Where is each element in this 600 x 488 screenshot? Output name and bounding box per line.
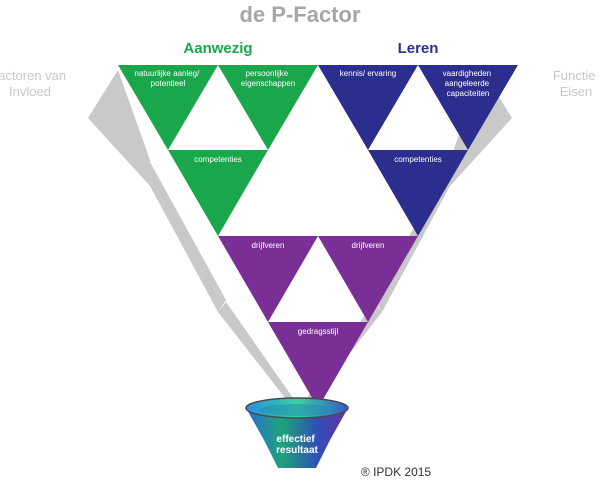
label-persoonlijke-eigenschappen: persoonlijke eigenschappen xyxy=(241,69,295,88)
funnel-label-line-1: effectief xyxy=(276,434,315,445)
label-blue-right-2: aangeleerde xyxy=(445,79,490,88)
funnel xyxy=(245,397,349,468)
page-title: de P-Factor xyxy=(239,2,360,27)
blue-section xyxy=(318,65,518,236)
purple-tri-bottom xyxy=(268,322,368,408)
label-green-right-1: persoonlijke xyxy=(246,69,289,78)
gray-band-left xyxy=(88,70,300,412)
blue-tri-right xyxy=(418,65,518,150)
label-blue-right-1: vaardigheden xyxy=(443,69,491,78)
label-kennis-ervaring: kennis/ ervaring xyxy=(340,69,396,78)
label-competenties-green: competenties xyxy=(194,155,242,164)
blue-tri-bottom xyxy=(368,150,468,236)
green-tri-right xyxy=(218,65,318,150)
side-left-line-1: Factoren van xyxy=(0,68,66,83)
header-aanwezig: Aanwezig xyxy=(183,40,252,57)
funnel-label: effectief resultaat xyxy=(276,434,318,456)
header-leren: Leren xyxy=(398,40,439,57)
label-green-left-2: potentieel xyxy=(151,79,186,88)
side-right-line-1: Functie xyxy=(553,68,596,83)
purple-tri-right xyxy=(318,236,418,322)
side-label-right: Functie Eisen xyxy=(553,68,599,99)
blue-tri-left xyxy=(318,65,418,150)
side-left-line-2: Invloed xyxy=(9,84,51,99)
label-blue-right-3: capaciteiten xyxy=(447,89,490,98)
label-green-left-1: natuurlijke aanleg/ xyxy=(134,69,200,78)
purple-tri-left xyxy=(218,236,318,322)
label-vaardigheden: vaardigheden aangeleerde capaciteiten xyxy=(443,69,494,98)
funnel-label-line-2: resultaat xyxy=(276,445,318,456)
purple-section xyxy=(218,236,418,408)
label-drijfveren-right: drijfveren xyxy=(352,241,385,250)
label-green-right-2: eigenschappen xyxy=(241,79,295,88)
copyright: ® IPDK 2015 xyxy=(361,465,432,479)
green-tri-left xyxy=(118,65,218,150)
label-gedragsstijl: gedragsstijl xyxy=(298,327,339,336)
side-right-line-2: Eisen xyxy=(560,84,593,99)
side-label-left: Factoren van Invloed xyxy=(0,68,70,99)
green-tri-bottom xyxy=(168,150,268,236)
label-competenties-blue: competenties xyxy=(394,155,442,164)
label-natuurlijke-aanleg: natuurlijke aanleg/ potentieel xyxy=(134,69,201,88)
green-section xyxy=(118,65,318,236)
label-drijfveren-left: drijfveren xyxy=(252,241,285,250)
